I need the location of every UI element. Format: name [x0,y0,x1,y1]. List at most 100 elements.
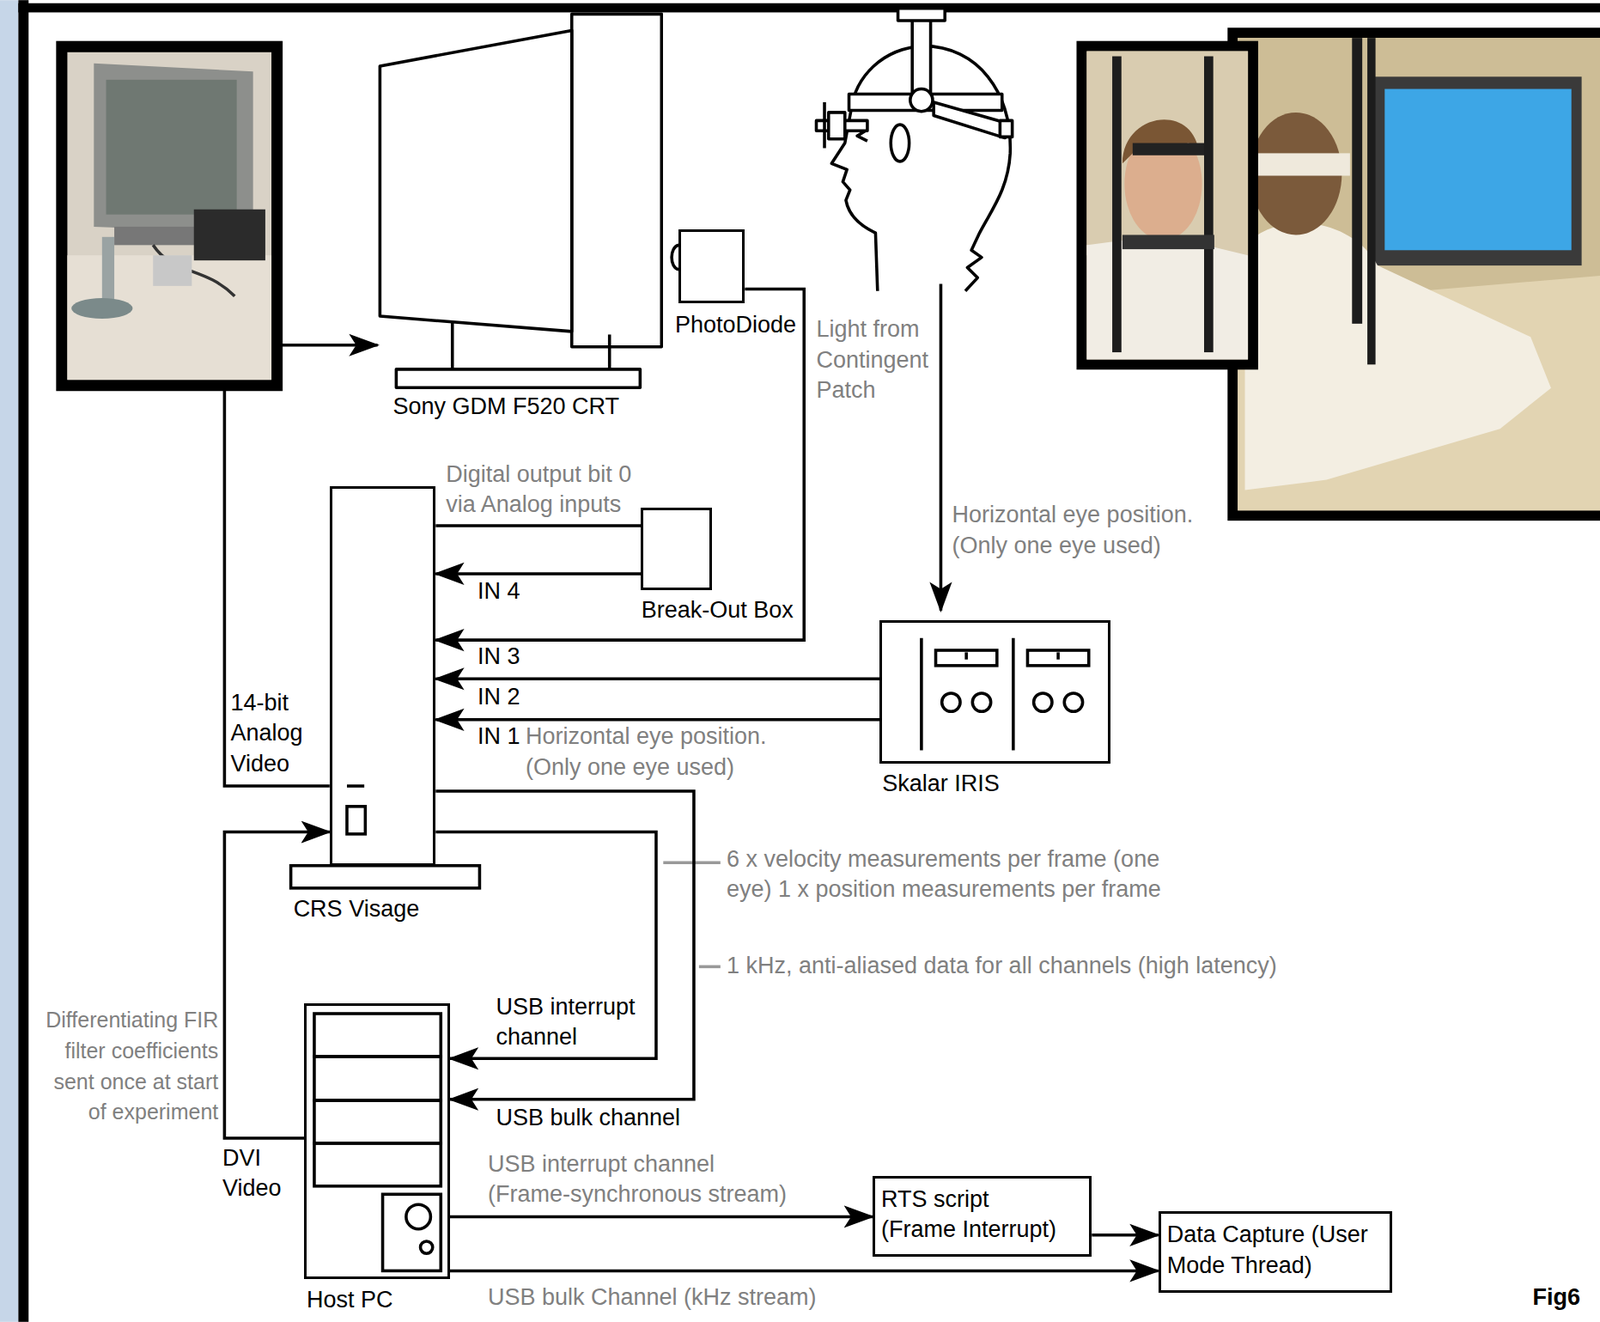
monitor-photo-part [55,41,283,392]
node-label: RTS script (Frame Interrupt) [881,1184,1060,1246]
monitor-photo-part [114,226,207,245]
port-label: IN 4 [477,576,524,608]
visage-tower-parts [291,785,481,889]
subject-photo-side-part [1122,119,1199,164]
monitor-photo-part [71,298,133,319]
subject-photo-back-part [1384,89,1571,251]
skalar-panel-part [1056,651,1060,659]
signal-connector [224,345,378,786]
host-computer: Host PC [304,1003,451,1279]
skalar-panel-part [1011,638,1016,751]
monitor-photo-part [66,255,272,380]
skalar-panel-part [1027,650,1089,666]
leader-lines-part [699,965,721,969]
subject-photo-side-part [1132,143,1205,156]
host-pc-drives-part [314,1013,441,1057]
monitor-photo-part [152,255,192,286]
subject-photo-back-part [1253,152,1351,176]
subject-photo-back-part [1227,27,1600,521]
crt-monitor: Sony GDM F520 CRT [377,12,664,390]
process-box: Data Capture (User Mode Thread) [1158,1210,1393,1292]
signal-connector [435,832,657,1059]
signal-connector [435,523,641,528]
head-illustration-part [822,102,827,148]
subject-photo-side-part [1112,56,1122,353]
connector-label: 14-bit Analog Video [231,687,307,780]
node-label: Host PC [306,1284,396,1316]
head-illustration-part [898,8,946,21]
annotation-label: Differentiating FIR filter coefficients … [42,1004,219,1127]
visage-tower-parts-part [346,806,366,834]
photodiode-box: PhotoDiode [678,229,745,304]
skalar-panel-part [964,651,968,659]
monitor-photo-part [106,79,238,215]
port-label: IN 2 [477,681,524,713]
head-illustration-part [912,16,931,98]
connector-label: USB bulk Channel (kHz stream) [487,1282,820,1314]
leader-lines-part [663,860,721,864]
port-label: IN 1 [477,721,524,753]
skalar-panel-part [919,638,924,751]
host-pc-drives-part [314,1100,441,1144]
subject-photo-back [1227,27,1600,521]
signal-connector [450,1215,873,1219]
crt-monitor-outline-part [379,30,572,332]
annotation-label: 1 kHz, anti-aliased data for all channel… [726,950,1280,982]
connector-label: USB interrupt channel [495,991,639,1053]
head-illustration-part [933,102,1005,139]
crt-monitor-outline [377,12,664,390]
eye-tracker-unit: Skalar IRIS [879,620,1111,763]
node-label: Break-Out Box [641,595,797,627]
leader-lines [663,862,721,967]
breakout-box: Break-Out Box [640,507,712,591]
monitor-photo-part [102,237,115,301]
subject-photo-back-part [1237,37,1600,511]
visage-tower-parts-part [291,865,481,889]
port-label: IN 3 [477,641,524,673]
connector-label: DVI Video [222,1143,285,1205]
subject-photo-side-part [1086,51,1248,256]
subject-photo-back-part [1372,76,1582,266]
monitor-photo [55,41,283,392]
host-pc-drives-part [314,1143,441,1187]
connector-label: Horizontal eye position. (Only one eye u… [525,721,770,783]
crt-monitor-outline-part [608,334,612,370]
monitor-photo-part [152,244,235,296]
eye-signal-wire-part [939,283,943,610]
connector-label: USB interrupt channel (Frame-synchronous… [487,1149,791,1211]
annotation-label: Horizontal eye position. (Only one eye u… [952,499,1197,561]
signal-connector [435,717,880,722]
node-label: Skalar IRIS [882,768,1003,800]
page-frame-part [18,0,29,1322]
page-frame-part [18,3,1600,13]
skalar-panel-part [1064,693,1083,712]
crt-monitor-outline-part [379,14,662,389]
visage-tower-parts-part [346,784,365,788]
subject-photo-back-part [1351,37,1363,324]
signal-connector [435,677,880,682]
skalar-panel-part [936,650,998,666]
signal-connector [450,1269,1159,1273]
subject-photo-side-part [1086,51,1248,360]
host-pc-drives-part [406,1204,432,1229]
subject-photo-side-part [1076,41,1258,371]
host-pc-drives [314,1013,441,1271]
node-label: Sony GDM F520 CRT [392,391,622,423]
monitor-photo-part [194,209,266,261]
node-label: CRS Visage [293,894,423,925]
page-frame-part [0,0,19,1322]
skalar-panel [921,638,1089,751]
process-box: RTS script (Frame Interrupt) [872,1175,1092,1257]
subject-photo-side-part [1204,56,1214,353]
skalar-panel-part [972,693,991,712]
signal-connector [435,571,641,576]
annotation-label: 6 x velocity measurements per frame (one… [726,844,1163,906]
host-pc-drives-part [420,1241,433,1254]
host-pc-drives-part [314,1056,441,1101]
crt-monitor-outline-part [450,322,455,370]
monitor-photo-part [66,52,272,380]
subject-photo-back-part [1245,222,1552,490]
